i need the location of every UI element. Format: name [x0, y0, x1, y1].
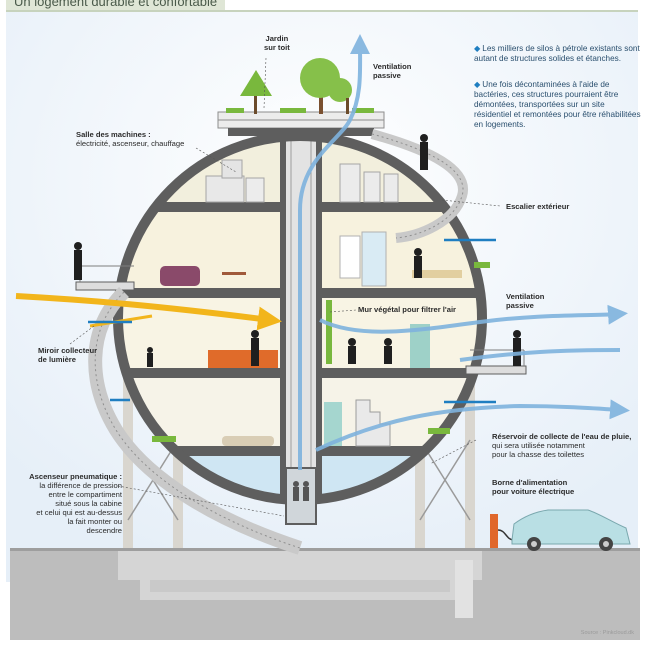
label-machine-room: Salle des machines : électricité, ascens…	[76, 130, 184, 148]
label-pneumatic-elevator-sub2: entre le compartiment	[48, 490, 122, 499]
bullet-diamond-icon: ◆	[474, 44, 481, 53]
label-pneumatic-elevator-sub6: descendre	[86, 526, 122, 535]
label-ventilation-right-line2: passive	[506, 301, 534, 310]
label-pneumatic-elevator-title: Ascenseur pneumatique :	[29, 472, 122, 481]
label-ventilation-top-line2: passive	[373, 71, 401, 80]
elevator-cabin	[285, 467, 317, 525]
bullet-text-1: Les milliers de silos à pétrole existant…	[474, 44, 640, 63]
label-exterior-stairs-text: Escalier extérieur	[506, 202, 570, 211]
page-title: Un logement durable et confortable	[6, 0, 226, 10]
label-ventilation-top-line1: Ventilation	[373, 62, 412, 71]
label-light-mirror: Miroir collecteur de lumière	[38, 346, 97, 364]
label-roof-garden-line2: sur toit	[264, 43, 290, 52]
ground-section	[10, 548, 640, 640]
label-charging-station-line1: Borne d'alimentation	[492, 478, 568, 487]
roof-garden	[217, 58, 385, 136]
label-light-mirror-line1: Miroir collecteur	[38, 346, 98, 355]
people-silhouettes	[74, 134, 521, 367]
bullet-note-2: ◆Une fois décontaminées à l'aide de bact…	[474, 80, 644, 130]
leader-lines	[69, 57, 501, 517]
label-light-mirror-line2: de lumière	[38, 355, 76, 364]
label-rain-tank-sub1: qui sera utilisée notamment	[492, 441, 585, 450]
label-pneumatic-elevator-sub5: la fait monter ou	[67, 517, 122, 526]
label-machine-room-title: Salle des machines :	[76, 130, 151, 139]
bullet-note-1: ◆Les milliers de silos à pétrole existan…	[474, 44, 644, 64]
label-machine-room-sub: électricité, ascenseur, chauffage	[76, 139, 185, 148]
label-ventilation-right: Ventilation passive	[506, 292, 544, 310]
title-rule	[6, 10, 638, 12]
mirror-collectors	[88, 238, 496, 404]
airflow-arrows	[297, 34, 630, 471]
source-credit: Source : Pinkcloud.dk	[580, 630, 634, 636]
label-exterior-stairs: Escalier extérieur	[506, 202, 569, 211]
label-pneumatic-elevator: Ascenseur pneumatique : la différence de…	[18, 472, 122, 535]
label-pneumatic-elevator-sub4: et celui qui est au-dessus	[36, 508, 122, 517]
label-roof-garden: Jardin sur toit	[264, 34, 290, 52]
exterior-staircase	[88, 129, 468, 555]
label-pneumatic-elevator-sub1: la différence de pression	[39, 481, 122, 490]
label-rain-tank: Réservoir de collecte de l'eau de pluie,…	[492, 432, 642, 459]
label-pneumatic-elevator-sub3: situé sous la cabine	[55, 499, 122, 508]
bullet-diamond-icon: ◆	[474, 80, 481, 89]
electric-car-charging	[490, 509, 631, 551]
label-roof-garden-line1: Jardin	[265, 34, 289, 43]
label-ventilation-right-line1: Ventilation	[506, 292, 545, 301]
label-rain-tank-sub2: pour la chasse des toilettes	[492, 450, 585, 459]
label-ventilation-top: Ventilation passive	[373, 62, 411, 80]
label-green-wall: Mur végétal pour filtrer l'air	[358, 305, 456, 314]
label-charging-station-line2: pour voiture électrique	[492, 487, 575, 496]
label-green-wall-text: Mur végétal pour filtrer l'air	[358, 305, 457, 314]
bullet-text-2: Une fois décontaminées à l'aide de bacté…	[474, 80, 641, 129]
label-rain-tank-title: Réservoir de collecte de l'eau de pluie,	[492, 432, 632, 441]
label-charging-station: Borne d'alimentation pour voiture électr…	[492, 478, 574, 496]
